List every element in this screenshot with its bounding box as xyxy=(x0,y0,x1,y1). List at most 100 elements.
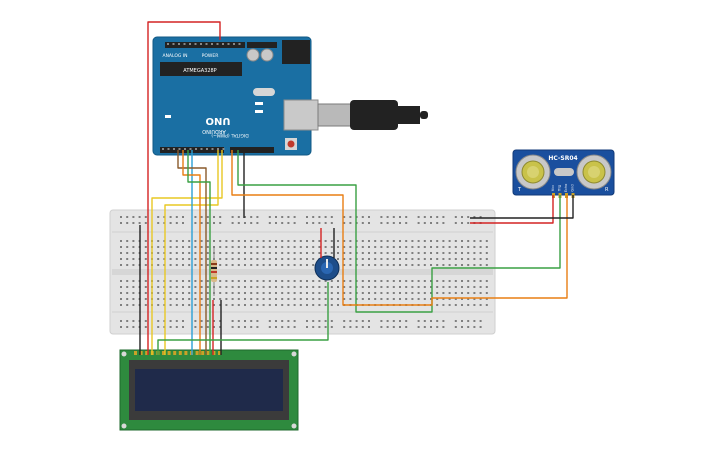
breadboard-hole[interactable] xyxy=(244,222,246,224)
breadboard-hole[interactable] xyxy=(268,246,271,248)
breadboard-hole[interactable] xyxy=(250,240,253,242)
breadboard-hole[interactable] xyxy=(473,240,476,242)
breadboard-hole[interactable] xyxy=(200,304,203,306)
breadboard-hole[interactable] xyxy=(411,240,414,242)
breadboard-hole[interactable] xyxy=(343,286,346,288)
breadboard-hole[interactable] xyxy=(430,222,432,224)
breadboard-hole[interactable] xyxy=(213,240,215,242)
breadboard-hole[interactable] xyxy=(200,298,203,300)
breadboard-hole[interactable] xyxy=(454,222,457,224)
breadboard-hole[interactable] xyxy=(442,264,445,266)
breadboard-hole[interactable] xyxy=(275,258,277,260)
lcd-pin[interactable] xyxy=(218,351,221,355)
resistor[interactable] xyxy=(211,248,217,296)
aref-header[interactable] xyxy=(247,42,277,48)
breadboard-hole[interactable] xyxy=(380,252,383,254)
breadboard-hole[interactable] xyxy=(349,216,352,218)
breadboard-hole[interactable] xyxy=(312,246,315,248)
breadboard-hole[interactable] xyxy=(442,216,445,218)
breadboard-hole[interactable] xyxy=(312,280,315,282)
breadboard-hole[interactable] xyxy=(392,252,395,254)
breadboard-hole[interactable] xyxy=(473,292,476,294)
breadboard-hole[interactable] xyxy=(467,264,470,266)
breadboard-hole[interactable] xyxy=(287,258,290,260)
breadboard-hole[interactable] xyxy=(318,326,321,328)
breadboard-hole[interactable] xyxy=(287,240,290,242)
breadboard-hole[interactable] xyxy=(436,298,439,300)
breadboard-hole[interactable] xyxy=(330,292,333,294)
breadboard-hole[interactable] xyxy=(206,222,209,224)
breadboard-hole[interactable] xyxy=(306,298,308,300)
breadboard-hole[interactable] xyxy=(417,320,420,322)
digital-header[interactable] xyxy=(165,42,245,48)
breadboard-hole[interactable] xyxy=(299,286,302,288)
breadboard-hole[interactable] xyxy=(250,320,253,322)
breadboard-hole[interactable] xyxy=(430,252,432,254)
breadboard-hole[interactable] xyxy=(225,252,228,254)
breadboard-hole[interactable] xyxy=(268,304,271,306)
breadboard-hole[interactable] xyxy=(169,326,172,328)
breadboard-hole[interactable] xyxy=(479,258,482,260)
breadboard-hole[interactable] xyxy=(188,246,191,248)
breadboard-hole[interactable] xyxy=(213,320,215,322)
breadboard-hole[interactable] xyxy=(436,246,439,248)
breadboard-hole[interactable] xyxy=(144,252,147,254)
breadboard-hole[interactable] xyxy=(144,320,147,322)
breadboard-hole[interactable] xyxy=(256,216,259,218)
breadboard-hole[interactable] xyxy=(349,298,352,300)
breadboard-hole[interactable] xyxy=(417,292,420,294)
breadboard-hole[interactable] xyxy=(275,326,277,328)
breadboard-hole[interactable] xyxy=(132,298,135,300)
breadboard-hole[interactable] xyxy=(293,258,296,260)
breadboard-hole[interactable] xyxy=(275,320,277,322)
breadboard-hole[interactable] xyxy=(485,258,488,260)
breadboard-hole[interactable] xyxy=(126,264,129,266)
digital-pin[interactable] xyxy=(205,43,208,45)
breadboard-hole[interactable] xyxy=(392,258,395,260)
breadboard-hole[interactable] xyxy=(411,286,414,288)
breadboard-hole[interactable] xyxy=(256,222,259,224)
breadboard-hole[interactable] xyxy=(281,298,284,300)
breadboard-hole[interactable] xyxy=(182,264,184,266)
breadboard-hole[interactable] xyxy=(231,292,234,294)
power-analog-pin[interactable] xyxy=(206,148,208,150)
breadboard-hole[interactable] xyxy=(213,216,215,218)
breadboard-hole[interactable] xyxy=(343,326,346,328)
breadboard-hole[interactable] xyxy=(287,326,290,328)
breadboard-hole[interactable] xyxy=(250,246,253,248)
breadboard-hole[interactable] xyxy=(157,222,160,224)
breadboard-hole[interactable] xyxy=(368,264,370,266)
breadboard-hole[interactable] xyxy=(306,222,308,224)
breadboard-hole[interactable] xyxy=(479,240,482,242)
breadboard-hole[interactable] xyxy=(275,286,277,288)
breadboard-hole[interactable] xyxy=(287,298,290,300)
breadboard-hole[interactable] xyxy=(330,240,333,242)
breadboard-hole[interactable] xyxy=(343,246,346,248)
breadboard-hole[interactable] xyxy=(479,264,482,266)
breadboard-hole[interactable] xyxy=(361,216,364,218)
breadboard-hole[interactable] xyxy=(473,246,476,248)
breadboard-hole[interactable] xyxy=(169,246,172,248)
breadboard-hole[interactable] xyxy=(250,222,253,224)
breadboard-hole[interactable] xyxy=(448,252,451,254)
breadboard-hole[interactable] xyxy=(454,320,457,322)
breadboard-hole[interactable] xyxy=(293,298,296,300)
breadboard-hole[interactable] xyxy=(120,264,122,266)
breadboard-hole[interactable] xyxy=(361,246,364,248)
breadboard-hole[interactable] xyxy=(442,240,445,242)
breadboard-hole[interactable] xyxy=(386,326,389,328)
breadboard-hole[interactable] xyxy=(479,292,482,294)
breadboard-hole[interactable] xyxy=(250,286,253,288)
breadboard-hole[interactable] xyxy=(423,286,426,288)
breadboard-hole[interactable] xyxy=(194,292,197,294)
breadboard-hole[interactable] xyxy=(275,216,277,218)
breadboard-hole[interactable] xyxy=(287,286,290,288)
breadboard-hole[interactable] xyxy=(231,264,234,266)
breadboard-hole[interactable] xyxy=(144,246,147,248)
breadboard-hole[interactable] xyxy=(157,216,160,218)
breadboard-hole[interactable] xyxy=(132,264,135,266)
breadboard-hole[interactable] xyxy=(182,304,184,306)
breadboard-hole[interactable] xyxy=(175,326,178,328)
breadboard-hole[interactable] xyxy=(157,264,160,266)
breadboard-hole[interactable] xyxy=(169,240,172,242)
